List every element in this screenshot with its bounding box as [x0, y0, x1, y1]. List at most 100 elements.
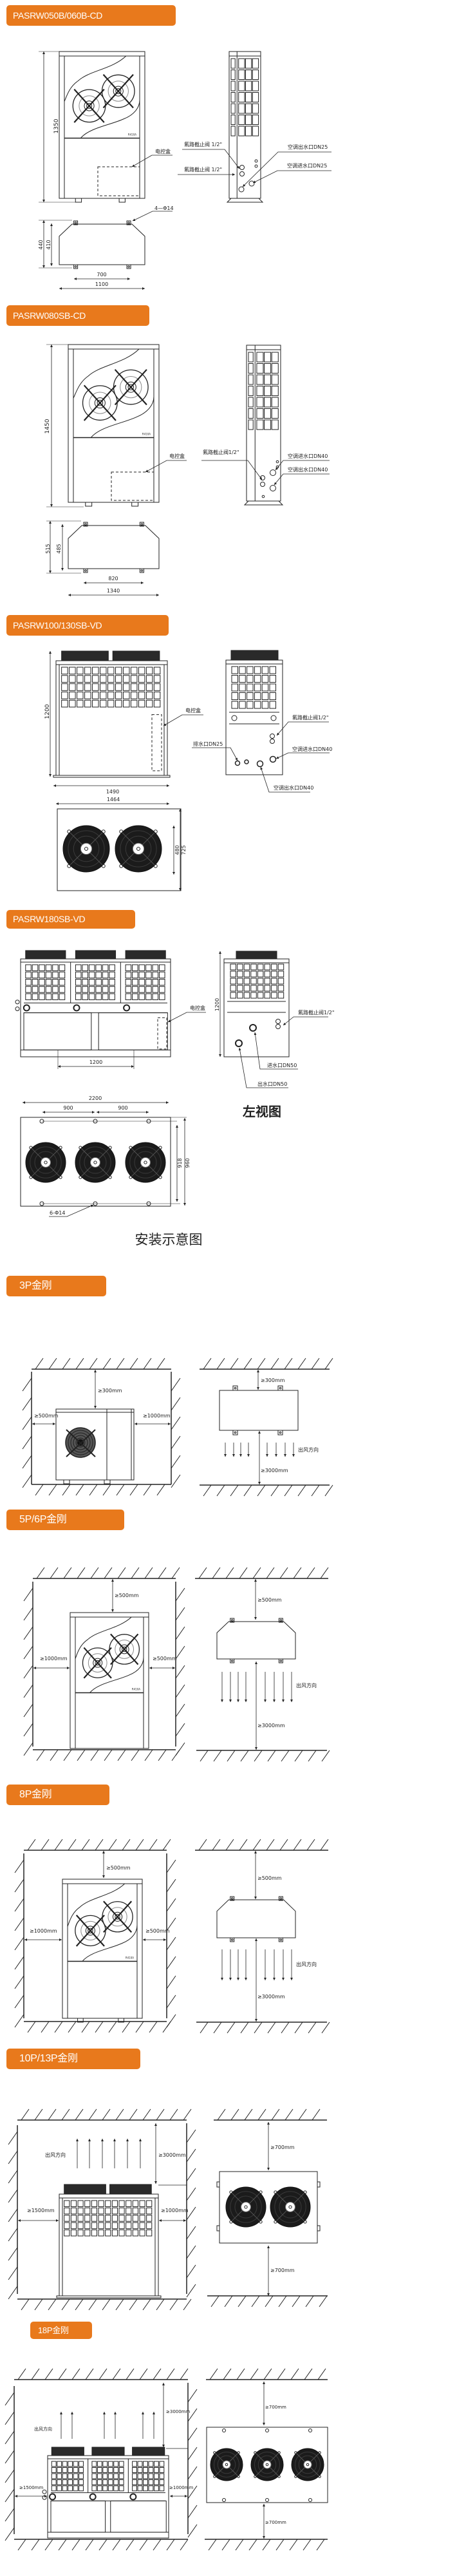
wall-hatch: [257, 1484, 266, 1497]
coil-grille-cell: [98, 2207, 104, 2215]
coil-grille-cell: [100, 683, 107, 691]
coil-grille-cell: [269, 683, 276, 692]
leader-line: [182, 149, 240, 169]
control-box-outline: [97, 166, 140, 196]
mount-bracket: [216, 2225, 220, 2231]
coil-grille-cell: [102, 2461, 108, 2467]
refrigerant-label: R410A: [128, 133, 136, 137]
coil-grille-cell: [91, 2222, 98, 2230]
coil-grille-cell: [256, 408, 264, 419]
coil-grille-cell: [148, 2485, 154, 2492]
coil-grille-cell: [271, 363, 279, 374]
coil-grille-cell: [256, 363, 264, 374]
wall-hatch: [8, 2286, 18, 2300]
unit-foot: [63, 1479, 70, 1484]
wall-hatch: [183, 2108, 192, 2121]
mount-holes-label: 6-Φ14: [50, 1210, 65, 1216]
water-outlet-label: 空调出水口DN40: [288, 466, 328, 473]
coil-grille-cell: [122, 675, 130, 683]
coil-grille-cell: [256, 397, 264, 408]
wall-hatch: [312, 2108, 321, 2121]
wall-hatch: [5, 2392, 15, 2406]
coil-grille-cell: [122, 699, 130, 708]
water-inlet-port: [269, 755, 277, 763]
coil-grille-cell: [261, 692, 269, 700]
unit-front-body: [62, 1879, 143, 2019]
panel-curve: [89, 1657, 144, 1693]
wall-hatch: [75, 2298, 84, 2311]
wall-hatch: [95, 1839, 104, 1851]
water-inlet-label: 空调进水口DN40: [288, 453, 328, 459]
coil-grille-cell: [82, 964, 88, 971]
leader-line: [145, 460, 187, 473]
airflow-label: 出风方向: [296, 1961, 317, 1967]
unit-plan-outline: [219, 1390, 299, 1431]
coil-grille-cell: [145, 683, 153, 691]
wall-hatch: [44, 2539, 53, 2551]
wall-hatch: [216, 1358, 225, 1370]
wall-hatch: [102, 1358, 111, 1370]
wall-hatch: [279, 1839, 288, 1851]
coil-grille-cell: [109, 993, 115, 1000]
coil-grille-cell: [52, 964, 59, 971]
fan-hub-center: [225, 2463, 228, 2467]
coil-grille-cell: [92, 667, 99, 675]
fan-cap: [125, 950, 166, 960]
wall-hatch: [22, 1416, 32, 1430]
coil-grille-cell: [277, 978, 284, 985]
wall-hatch: [171, 1378, 181, 1392]
fan-hub: [285, 2202, 295, 2212]
coil-grille-cell: [152, 964, 159, 971]
coil-grille-cell: [39, 971, 45, 979]
coil-grille-cell: [118, 2230, 125, 2237]
coil-grille-cell: [88, 978, 95, 986]
coil-grille-cell: [132, 2461, 137, 2467]
coil-grille-cell: [145, 675, 153, 683]
wall-hatch: [166, 1917, 176, 1931]
coil-grille-cell: [237, 963, 243, 971]
wall-hatch: [187, 2485, 198, 2499]
wall-hatch: [254, 2022, 263, 2034]
coil-grille-cell: [138, 964, 145, 971]
panel-curve: [90, 396, 154, 438]
fan-ring: [84, 100, 95, 111]
fan-cap: [109, 2184, 152, 2195]
model-badge-100-130sb: PASRW100/130SB-VD: [6, 615, 169, 636]
fan-ring: [94, 397, 106, 409]
coil-grille-cell: [118, 2215, 125, 2222]
wall-hatch: [102, 2298, 111, 2311]
coil-grille-cell: [115, 683, 122, 691]
coil-grille-cell: [84, 2222, 91, 2230]
mount-bracket: [139, 522, 144, 527]
coil-grille-cell: [130, 667, 138, 675]
coil-grille-cell: [254, 666, 261, 674]
wall-hatch: [14, 1975, 24, 1989]
label: 485: [56, 544, 62, 553]
coil-grille-cell: [125, 971, 132, 979]
wall-hatch: [5, 2430, 15, 2445]
coil-grille-cell: [84, 667, 91, 675]
unit-base: [56, 2295, 162, 2298]
coil-grille-cell: [250, 985, 257, 992]
refrigerant-valve: [275, 1019, 281, 1024]
fan-ring: [120, 376, 142, 399]
mount-bracket: [317, 2181, 321, 2188]
coil-grille-cell: [143, 2485, 148, 2492]
fan-ring: [85, 1926, 95, 1936]
wall-hatch: [324, 1358, 333, 1370]
water-outlet-port: [256, 760, 264, 768]
unit-plan-outline: [216, 1899, 296, 1938]
coil-grille-cell: [39, 986, 45, 993]
leader-line: [131, 155, 153, 167]
coil-grille-cell: [252, 115, 259, 125]
wall-hatch: [23, 1607, 33, 1621]
water-connection: [73, 1004, 80, 1012]
fan-grill-ring: [30, 1146, 62, 1179]
wall-hatch: [187, 2427, 198, 2441]
mount-hole: [140, 569, 144, 572]
coil-grille-cell: [61, 683, 68, 691]
label: ≥3000mm: [257, 1723, 285, 1728]
fan-guard-bar: [110, 1633, 139, 1665]
leader-line: [254, 1032, 298, 1070]
label: 900: [118, 1105, 127, 1111]
